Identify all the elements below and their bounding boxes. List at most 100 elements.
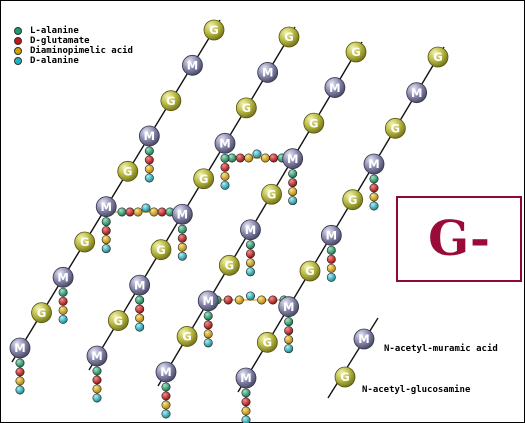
glucosamine-letter: G — [80, 235, 89, 249]
l-alanine-bead — [161, 382, 171, 392]
muramic-acid-bead: M — [353, 328, 375, 350]
d-glutamate-bead — [268, 295, 278, 305]
glucosamine-sphere — [278, 26, 300, 48]
muramic-acid-bead: M — [282, 148, 304, 170]
d-alanine-bead — [288, 196, 298, 206]
glucosamine-bead: G — [193, 168, 215, 190]
glucosamine-sphere — [342, 189, 364, 211]
d-alanine-bead — [245, 267, 255, 277]
l-alanine-bead — [15, 358, 25, 368]
glucosamine-sphere — [117, 160, 139, 182]
glucosamine-letter: G — [305, 264, 314, 278]
l-alanine-bead — [177, 224, 187, 234]
legend-label: D-alanine — [30, 56, 79, 66]
muramic-acid-letter: M — [219, 137, 230, 151]
d-alanine-bead — [203, 338, 213, 348]
l-alanine-swatch — [14, 27, 22, 35]
muramic-acid-sphere — [320, 224, 342, 246]
glucosamine-letter: G — [37, 306, 46, 320]
d-alanine-bead — [15, 385, 25, 395]
glucosamine-bead: G — [107, 310, 129, 331]
glucosamine-letter: G — [267, 187, 276, 201]
diaminopimelic-acid-bead — [149, 207, 159, 217]
d-glutamate-bead — [220, 162, 230, 172]
gram-negative-label: G- — [428, 211, 490, 267]
muramic-acid-bead: M — [129, 274, 151, 296]
glucosamine-letter: G — [182, 330, 191, 344]
muramic-acid-bead: M — [235, 367, 257, 389]
d-glutamate-bead — [125, 207, 135, 217]
l-alanine-bead — [245, 240, 255, 250]
l-alanine-bead — [284, 317, 294, 327]
d-glutamate-bead — [58, 296, 68, 306]
glucosamine-bead: G — [334, 366, 356, 388]
d-alanine-bead — [92, 393, 102, 403]
d-alanine-bead — [141, 203, 151, 213]
legend-item-diaminopimelic-acid: Diaminopimelic acid — [14, 46, 133, 56]
muramic-acid-bead: M — [406, 82, 428, 104]
d-glutamate-bead — [92, 375, 102, 385]
diaminopimelic-acid-bead — [15, 376, 25, 386]
d-alanine-bead — [252, 149, 262, 159]
muramic-acid-bead: M — [257, 62, 279, 83]
muramic-acid-bead: M — [138, 125, 160, 147]
diaminopimelic-acid-bead — [234, 295, 244, 305]
glucosamine-letter: G — [114, 314, 123, 328]
l-alanine-bead — [144, 146, 154, 156]
legend-label: L-alanine — [30, 26, 79, 36]
diaminopimelic-acid-bead — [257, 295, 267, 305]
muramic-key-label: N-acetyl-muramic acid — [384, 344, 498, 354]
glucosamine-bead: G — [261, 183, 282, 205]
legend-item-l-alanine: L-alanine — [14, 26, 133, 36]
d-alanine-swatch — [14, 57, 22, 65]
d-alanine-bead — [241, 415, 251, 423]
muramic-acid-sphere — [86, 345, 108, 367]
d-glutamate-bead — [203, 320, 213, 330]
glucosamine-sphere — [74, 231, 96, 253]
diaminopimelic-acid-bead — [135, 313, 145, 323]
d-alanine-bead — [220, 180, 230, 190]
l-alanine-bead — [369, 174, 379, 184]
d-glutamate-bead — [369, 183, 379, 193]
legend-label: D-glutamate — [30, 36, 90, 46]
muramic-acid-letter: M — [202, 294, 213, 308]
muramic-acid-letter: M — [329, 81, 340, 95]
muramic-acid-sphere — [182, 54, 203, 76]
d-alanine-bead — [246, 291, 256, 301]
muramic-acid-sphere — [406, 82, 428, 104]
glucosamine-bead: G — [160, 90, 182, 112]
glucosamine-sphere — [193, 168, 215, 190]
d-alanine-bead — [284, 344, 294, 354]
peptide-side-chains — [15, 146, 379, 423]
glucosamine-letter: G — [242, 101, 251, 115]
diaminopimelic-acid-bead — [92, 384, 102, 394]
muramic-acid-bead: M — [197, 290, 219, 312]
glucosamine-sphere — [261, 183, 282, 205]
muramic-acid-sphere — [9, 337, 31, 359]
glucosamine-letter: G — [263, 336, 272, 350]
d-glutamate-bead — [241, 397, 251, 407]
muramic-acid-bead: M — [155, 361, 177, 383]
glucosamine-sphere — [150, 239, 172, 261]
muramic-acid-sphere — [95, 196, 117, 218]
glucosamine-bead: G — [256, 331, 278, 353]
muramic-acid-sphere — [138, 125, 160, 147]
diaminopimelic-acid-bead — [58, 305, 68, 315]
diaminopimelic-acid-bead — [245, 258, 255, 268]
diaminopimelic-acid-bead — [260, 153, 270, 163]
muramic-acid-sphere — [129, 274, 151, 296]
muramic-acid-sphere — [324, 77, 346, 98]
d-glutamate-bead — [284, 326, 294, 336]
glucosamine-sphere — [256, 331, 278, 353]
muramic-acid-sphere — [52, 266, 74, 288]
d-glutamate-bead — [161, 391, 171, 401]
glucosamine-letter: G — [166, 94, 175, 108]
muramic-acid-letter: M — [134, 278, 145, 292]
muramic-acid-sphere — [282, 148, 304, 170]
diaminopimelic-acid-bead — [161, 400, 171, 410]
d-alanine-bead — [135, 322, 145, 332]
muramic-acid-letter: M — [160, 365, 171, 379]
l-alanine-bead — [135, 295, 145, 305]
glucosamine-key-label: N-acetyl-glucosamine — [362, 385, 471, 395]
